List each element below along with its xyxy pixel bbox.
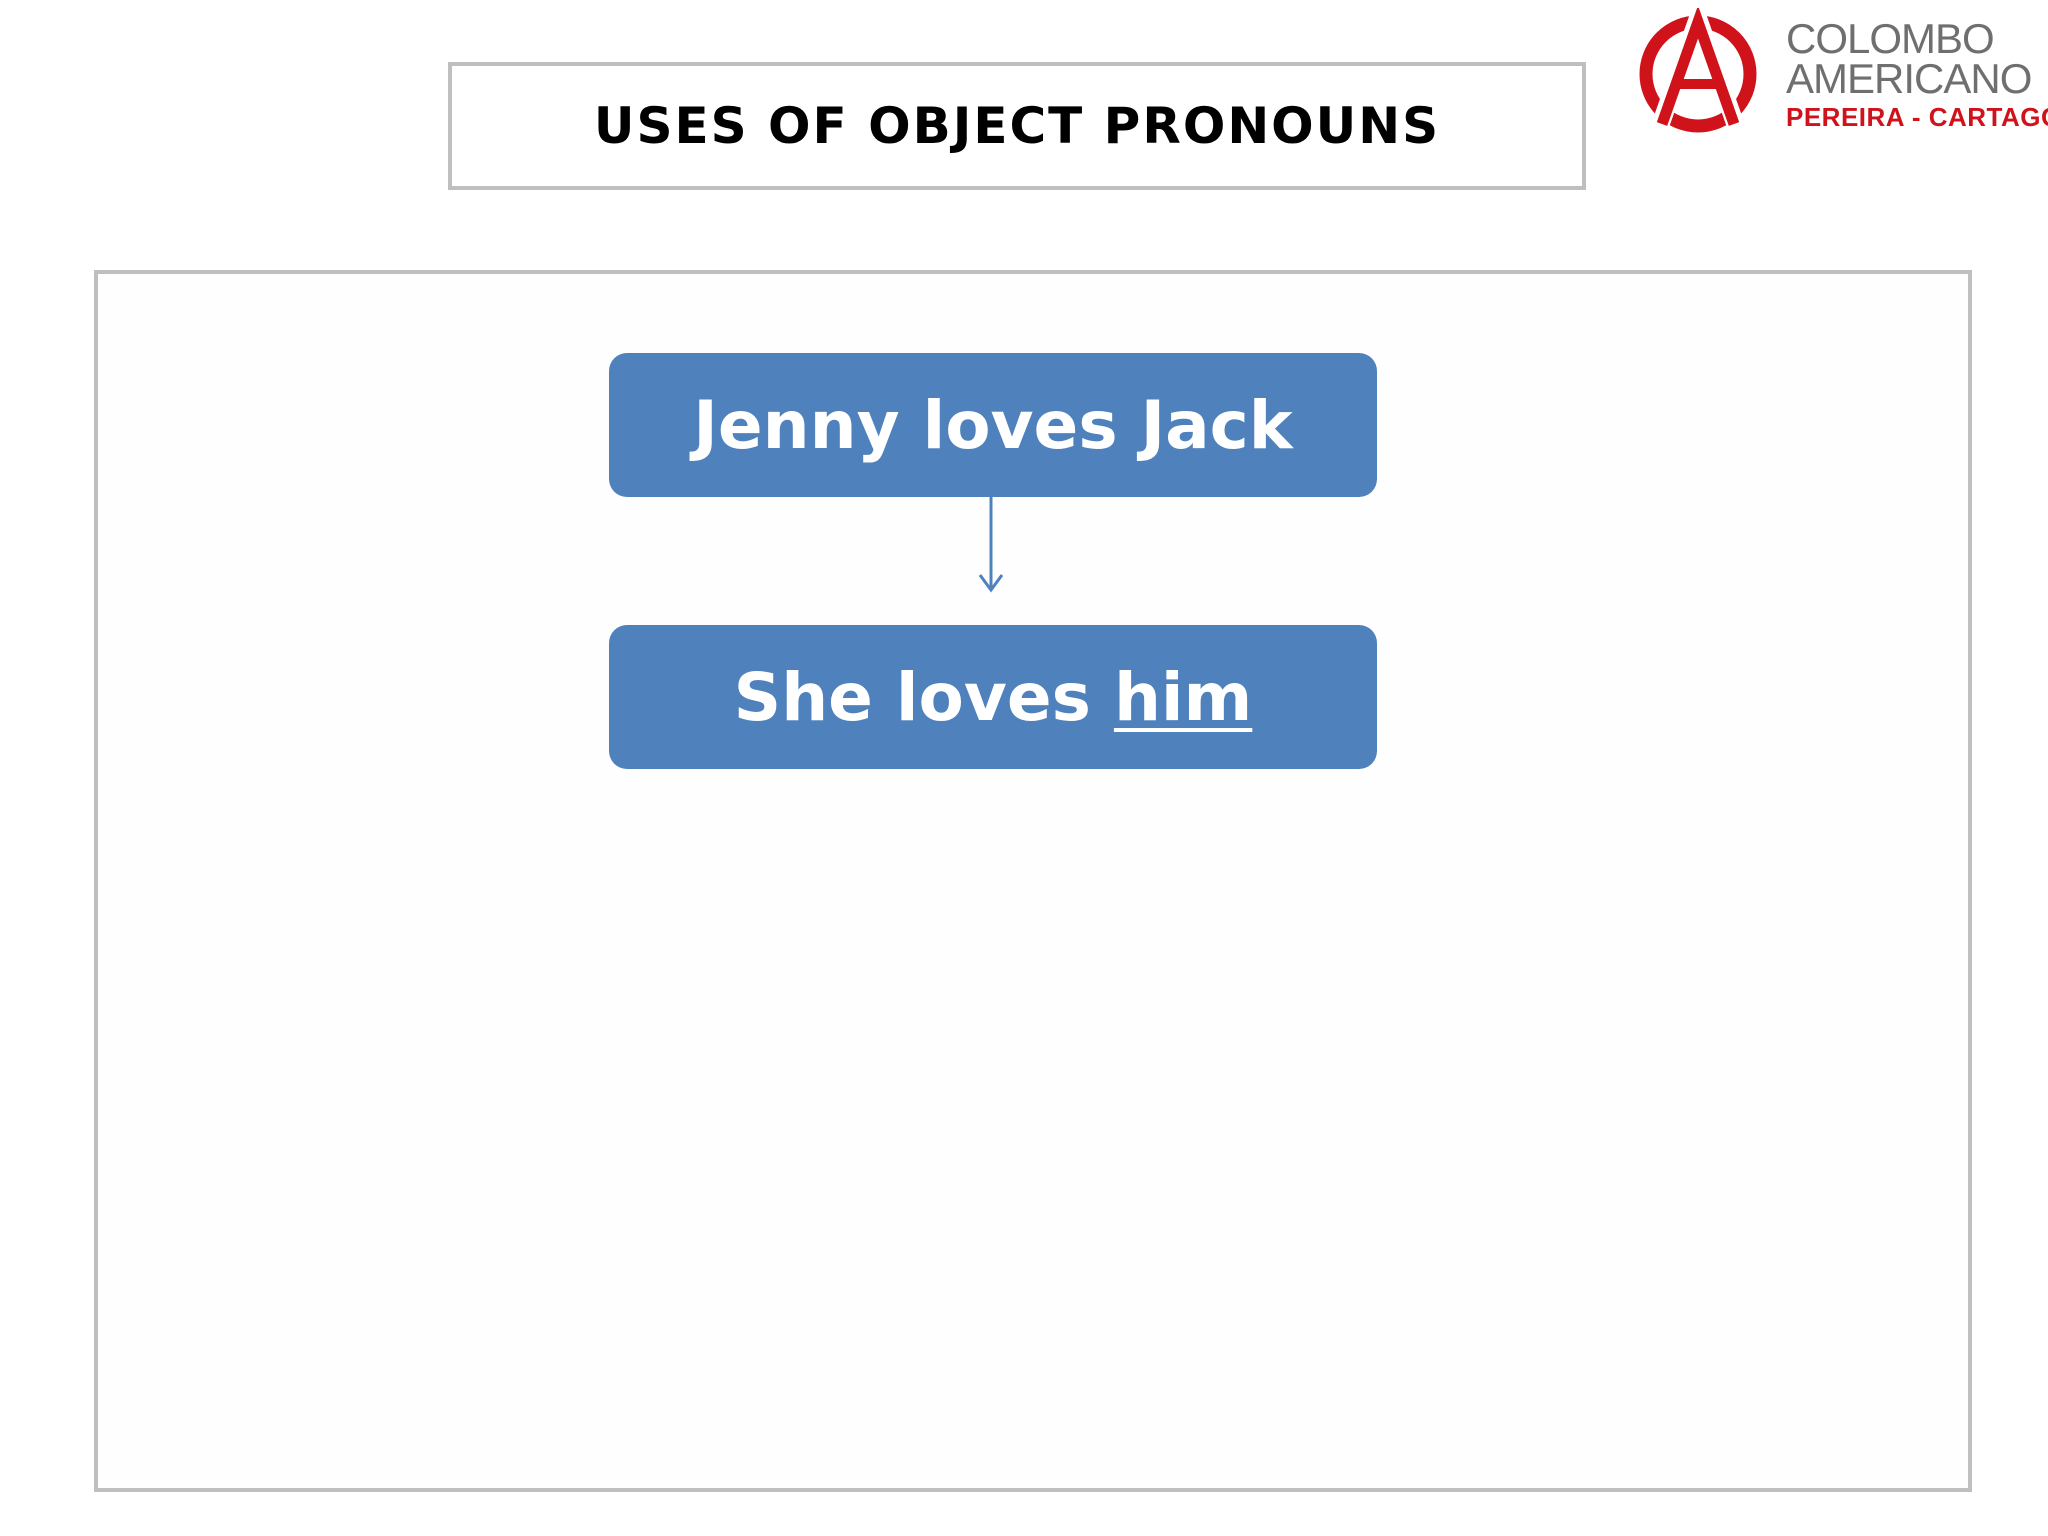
- sentence-box-original: Jenny loves Jack: [609, 353, 1377, 497]
- sentence-original-text: Jenny loves Jack: [693, 386, 1293, 464]
- object-pronoun: him: [1113, 658, 1253, 736]
- sentence-prefix: She loves: [733, 658, 1114, 736]
- logo-text: COLOMBO AMERICANO PEREIRA - CARTAGO: [1786, 15, 2048, 132]
- logo-line-colombo: COLOMBO: [1786, 15, 1995, 62]
- logo-mark-icon: [1639, 8, 1757, 133]
- logo-line-americano: AMERICANO: [1786, 55, 2032, 102]
- sentence-pronoun-text: She loves him: [734, 659, 1253, 736]
- logo-line-location: PEREIRA - CARTAGO: [1786, 102, 2048, 132]
- colombo-americano-logo: COLOMBO AMERICANO PEREIRA - CARTAGO: [1638, 8, 2048, 136]
- page-title: USES OF OBJECT PRONOUNS: [593, 97, 1441, 155]
- arrow-down-icon: [978, 497, 1004, 593]
- sentence-box-pronoun: She loves him: [609, 625, 1377, 769]
- title-box: USES OF OBJECT PRONOUNS: [448, 62, 1586, 190]
